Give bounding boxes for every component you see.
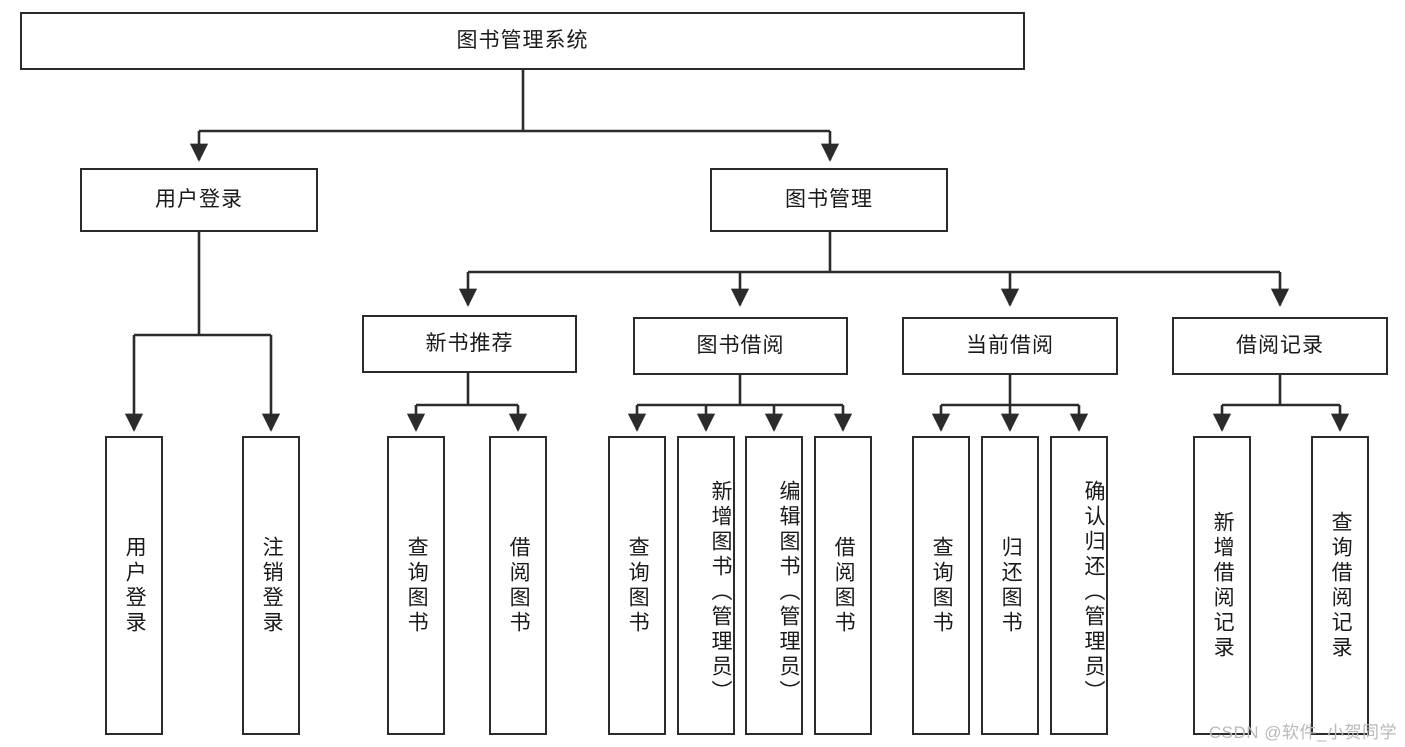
leaf-book-borrow-borrow-books[interactable]: 借阅图书 [814, 436, 872, 735]
node-label: 注销登录 [260, 535, 284, 636]
leaf-user-login-signin[interactable]: 用户登录 [105, 436, 163, 735]
node-root-book-management-system[interactable]: 图书管理系统 [20, 12, 1025, 70]
leaf-book-borrow-add-book-admin[interactable]: 新增图书（管理员） [677, 436, 735, 735]
node-label: 新书推荐 [425, 332, 514, 356]
node-label: 借阅图书 [507, 535, 531, 636]
node-label: 借阅图书 [832, 535, 856, 636]
node-label: 编辑图书（管理员） [777, 480, 800, 705]
node-label: 图书管理 [785, 188, 873, 212]
node-label: 图书借阅 [696, 334, 785, 358]
node-book-borrow[interactable]: 图书借阅 [633, 317, 848, 375]
leaf-new-book-query-books[interactable]: 查询图书 [387, 436, 445, 735]
node-label: 查询借阅记录 [1329, 510, 1353, 661]
node-book-management[interactable]: 图书管理 [710, 168, 948, 232]
node-label: 用户登录 [155, 188, 243, 212]
node-label: 用户登录 [123, 535, 147, 636]
node-label: 确认归还（管理员） [1082, 480, 1105, 705]
node-current-borrow[interactable]: 当前借阅 [902, 317, 1118, 375]
node-label: 查询图书 [626, 535, 650, 636]
csdn-watermark: CSDN @软件_小贺同学 [1208, 723, 1397, 742]
leaf-user-login-signout[interactable]: 注销登录 [242, 436, 300, 735]
node-label: 查询图书 [405, 535, 429, 636]
node-label: 查询图书 [930, 535, 954, 636]
leaf-borrow-record-add-record[interactable]: 新增借阅记录 [1193, 436, 1251, 735]
leaf-current-borrow-query-books[interactable]: 查询图书 [912, 436, 970, 735]
leaf-current-borrow-return-books[interactable]: 归还图书 [981, 436, 1039, 735]
node-label: 归还图书 [999, 535, 1023, 636]
node-user-login[interactable]: 用户登录 [80, 168, 318, 232]
leaf-book-borrow-edit-book-admin[interactable]: 编辑图书（管理员） [745, 436, 803, 735]
node-new-book-recommend[interactable]: 新书推荐 [362, 315, 577, 373]
node-label: 新增借阅记录 [1211, 510, 1235, 661]
leaf-new-book-borrow-books[interactable]: 借阅图书 [489, 436, 547, 735]
node-label: 当前借阅 [966, 334, 1054, 358]
node-label: 借阅记录 [1236, 334, 1324, 358]
node-label: 新增图书（管理员） [709, 480, 732, 705]
node-borrow-record[interactable]: 借阅记录 [1172, 317, 1388, 375]
node-label: 图书管理系统 [456, 29, 589, 53]
leaf-current-borrow-confirm-return-admin[interactable]: 确认归还（管理员） [1050, 436, 1108, 735]
leaf-borrow-record-query-record[interactable]: 查询借阅记录 [1311, 436, 1369, 735]
leaf-book-borrow-query-books[interactable]: 查询图书 [608, 436, 666, 735]
